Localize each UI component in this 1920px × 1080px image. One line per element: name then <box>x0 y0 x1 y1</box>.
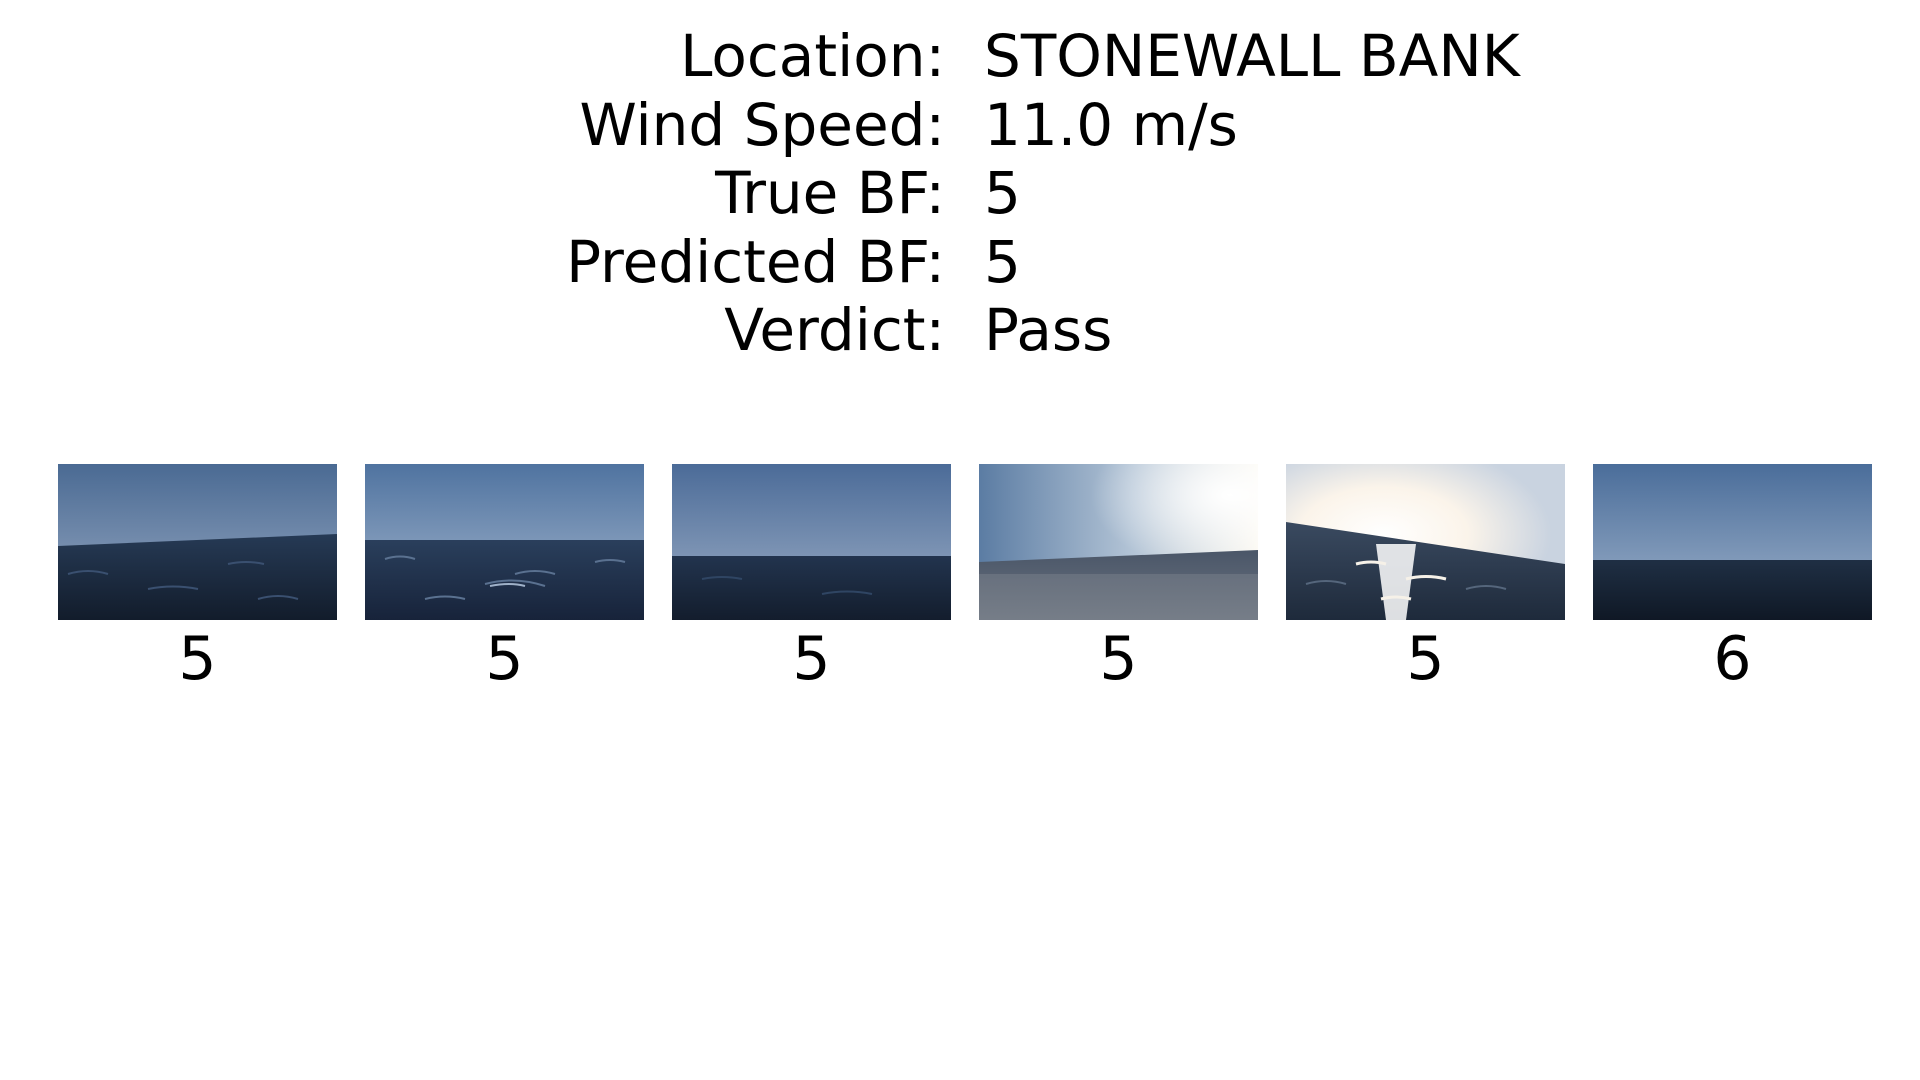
wind-speed-label: Wind Speed: <box>579 90 945 159</box>
wind-speed-value: 11.0 m/s <box>984 90 1238 159</box>
predicted-bf-label: Predicted BF: <box>566 227 945 296</box>
thumbnail-6-bf-label: 6 <box>1713 624 1752 694</box>
info-row-true-bf: True BF: 5 <box>0 159 1920 228</box>
info-row-verdict: Verdict: Pass <box>0 296 1920 365</box>
info-row-location: Location: STONEWALL BANK <box>0 22 1920 91</box>
location-value: STONEWALL BANK <box>984 22 1520 90</box>
sea-thumbnail-3 <box>672 464 951 620</box>
thumbnail-3-bf-label: 5 <box>792 624 831 694</box>
thumbnail-1-bf-label: 5 <box>178 624 217 694</box>
sea-thumbnail-1 <box>58 464 337 620</box>
verdict-label: Verdict: <box>724 296 945 364</box>
thumbnail-4-bf-label: 5 <box>1099 624 1138 694</box>
sea-thumbnail-6 <box>1593 464 1872 620</box>
true-bf-value: 5 <box>984 159 1021 227</box>
sea-thumbnail-2 <box>365 464 644 620</box>
thumbnail-strip: 5 5 <box>0 464 1920 704</box>
predicted-bf-value: 5 <box>984 227 1021 296</box>
sea-thumbnail-5 <box>1286 464 1565 620</box>
info-row-predicted-bf: Predicted BF: 5 <box>0 228 1920 297</box>
info-block: Location: STONEWALL BANK Wind Speed: 11.… <box>0 22 1920 365</box>
location-label: Location: <box>680 22 945 90</box>
thumbnail-2-bf-label: 5 <box>485 624 524 694</box>
verdict-value: Pass <box>984 296 1113 364</box>
true-bf-label: True BF: <box>715 159 945 227</box>
thumbnail-5-bf-label: 5 <box>1406 624 1445 694</box>
sea-thumbnail-4 <box>979 464 1258 620</box>
info-row-wind-speed: Wind Speed: 11.0 m/s <box>0 91 1920 160</box>
